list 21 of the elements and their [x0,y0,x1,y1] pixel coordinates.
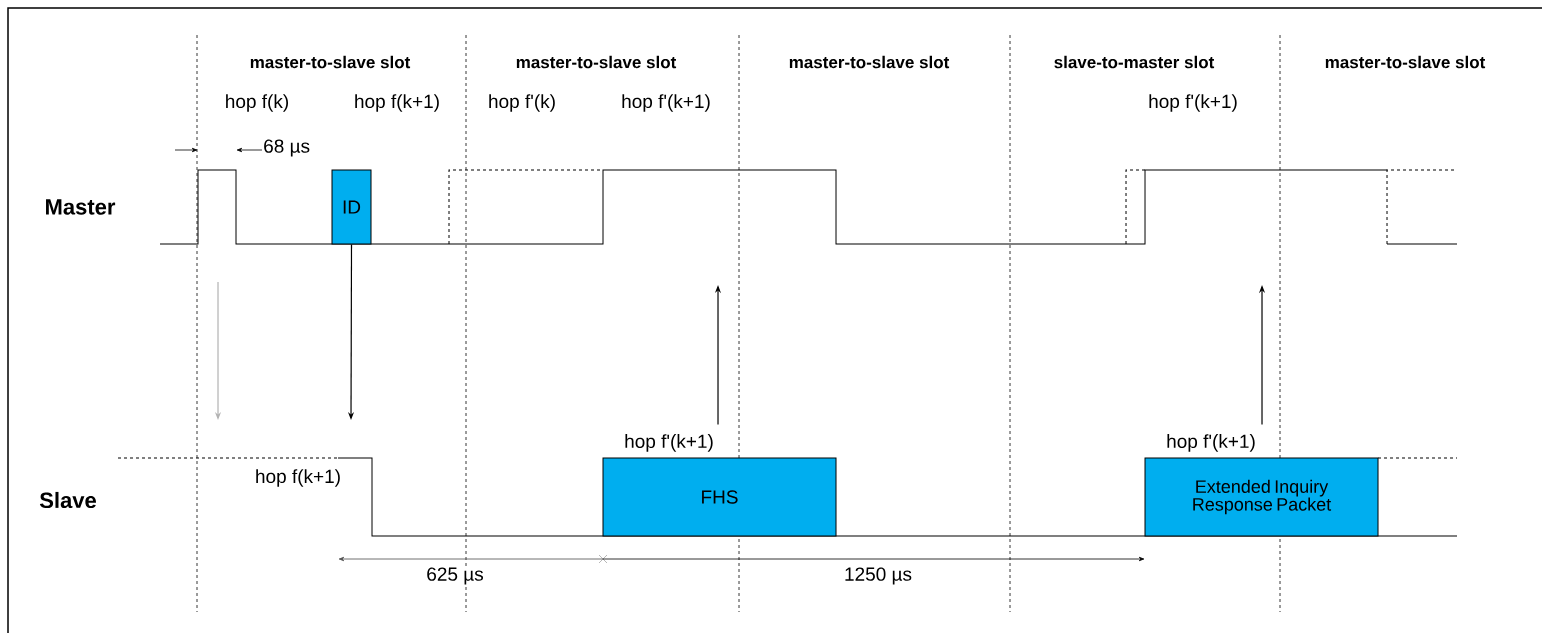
signal-label: Master [43,198,117,216]
timing-label: hop f(k) [223,93,291,113]
slot-label: slave-to-master slot [1052,54,1216,70]
timing-label: 1250 µs [843,566,913,586]
slot-label: master-to-slave slot [248,54,412,70]
timing-label: 625 µs [425,566,485,586]
signal-label: Slave [38,490,98,510]
slot-label: master-to-slave slot [1323,54,1487,70]
packet-box: ID [331,169,372,245]
timing-label: hop f'(k+1) [1147,93,1239,113]
packet-box: Extended Inquiry Response Packet [1144,457,1379,537]
packet-box: FHS [602,457,837,537]
timing-label: hop f(k+1) [253,468,343,488]
timing-label: hop f(k+1) [352,93,442,113]
timing-label: 68 µs [262,138,312,158]
slot-label: master-to-slave slot [787,54,951,70]
hop-label: hop f'(k+1) [1167,434,1255,452]
slot-label: master-to-slave slot [514,54,678,70]
timing-label: hop f'(k) [487,93,558,113]
timing-label: hop f'(k+1) [620,93,712,113]
hop-label: hop f'(k+1) [625,434,713,452]
